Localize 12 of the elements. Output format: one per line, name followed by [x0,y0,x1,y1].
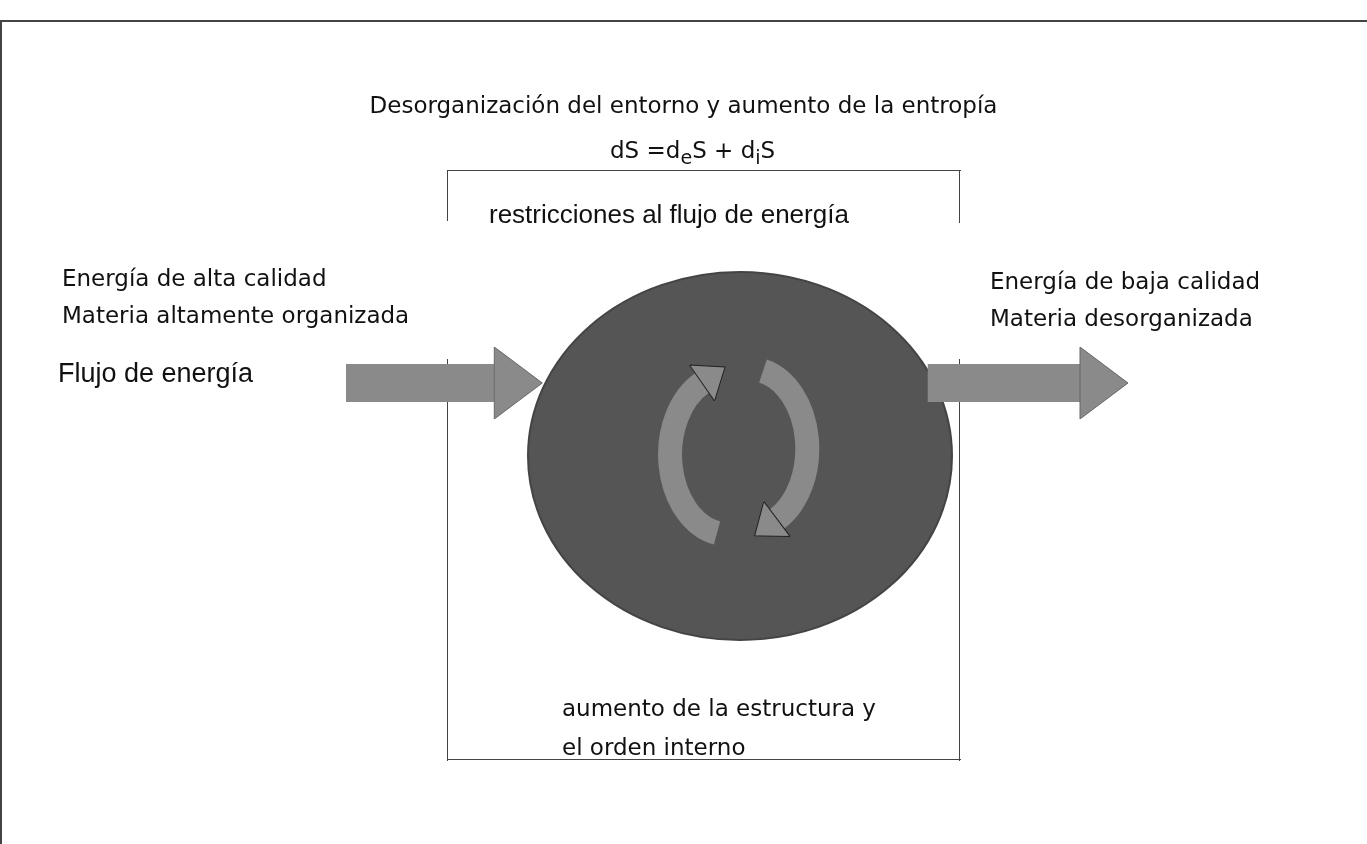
output-description: Energía de baja calidad [990,268,1261,294]
system-boundary-box [447,170,961,760]
energy-flow-text: Flujo de energía [58,358,340,398]
entropy-equation: dS =d$_{e}$S + d$_{i}$S [610,137,776,169]
output-description: Materia desorganizada [990,305,1253,331]
internal-order-label: aumento de la estructura y el orden interno [562,694,877,763]
constraint-label: restricciones al flujo de energía [489,199,849,230]
diagram-title: Desorganización del entorno y aumento de la entropía [368,92,999,118]
input-description: Energía de alta calidad [62,265,327,291]
flow-arrow [927,346,1129,420]
input-description: Materia altamente organizada [62,302,410,328]
flow-arrow [346,346,543,420]
